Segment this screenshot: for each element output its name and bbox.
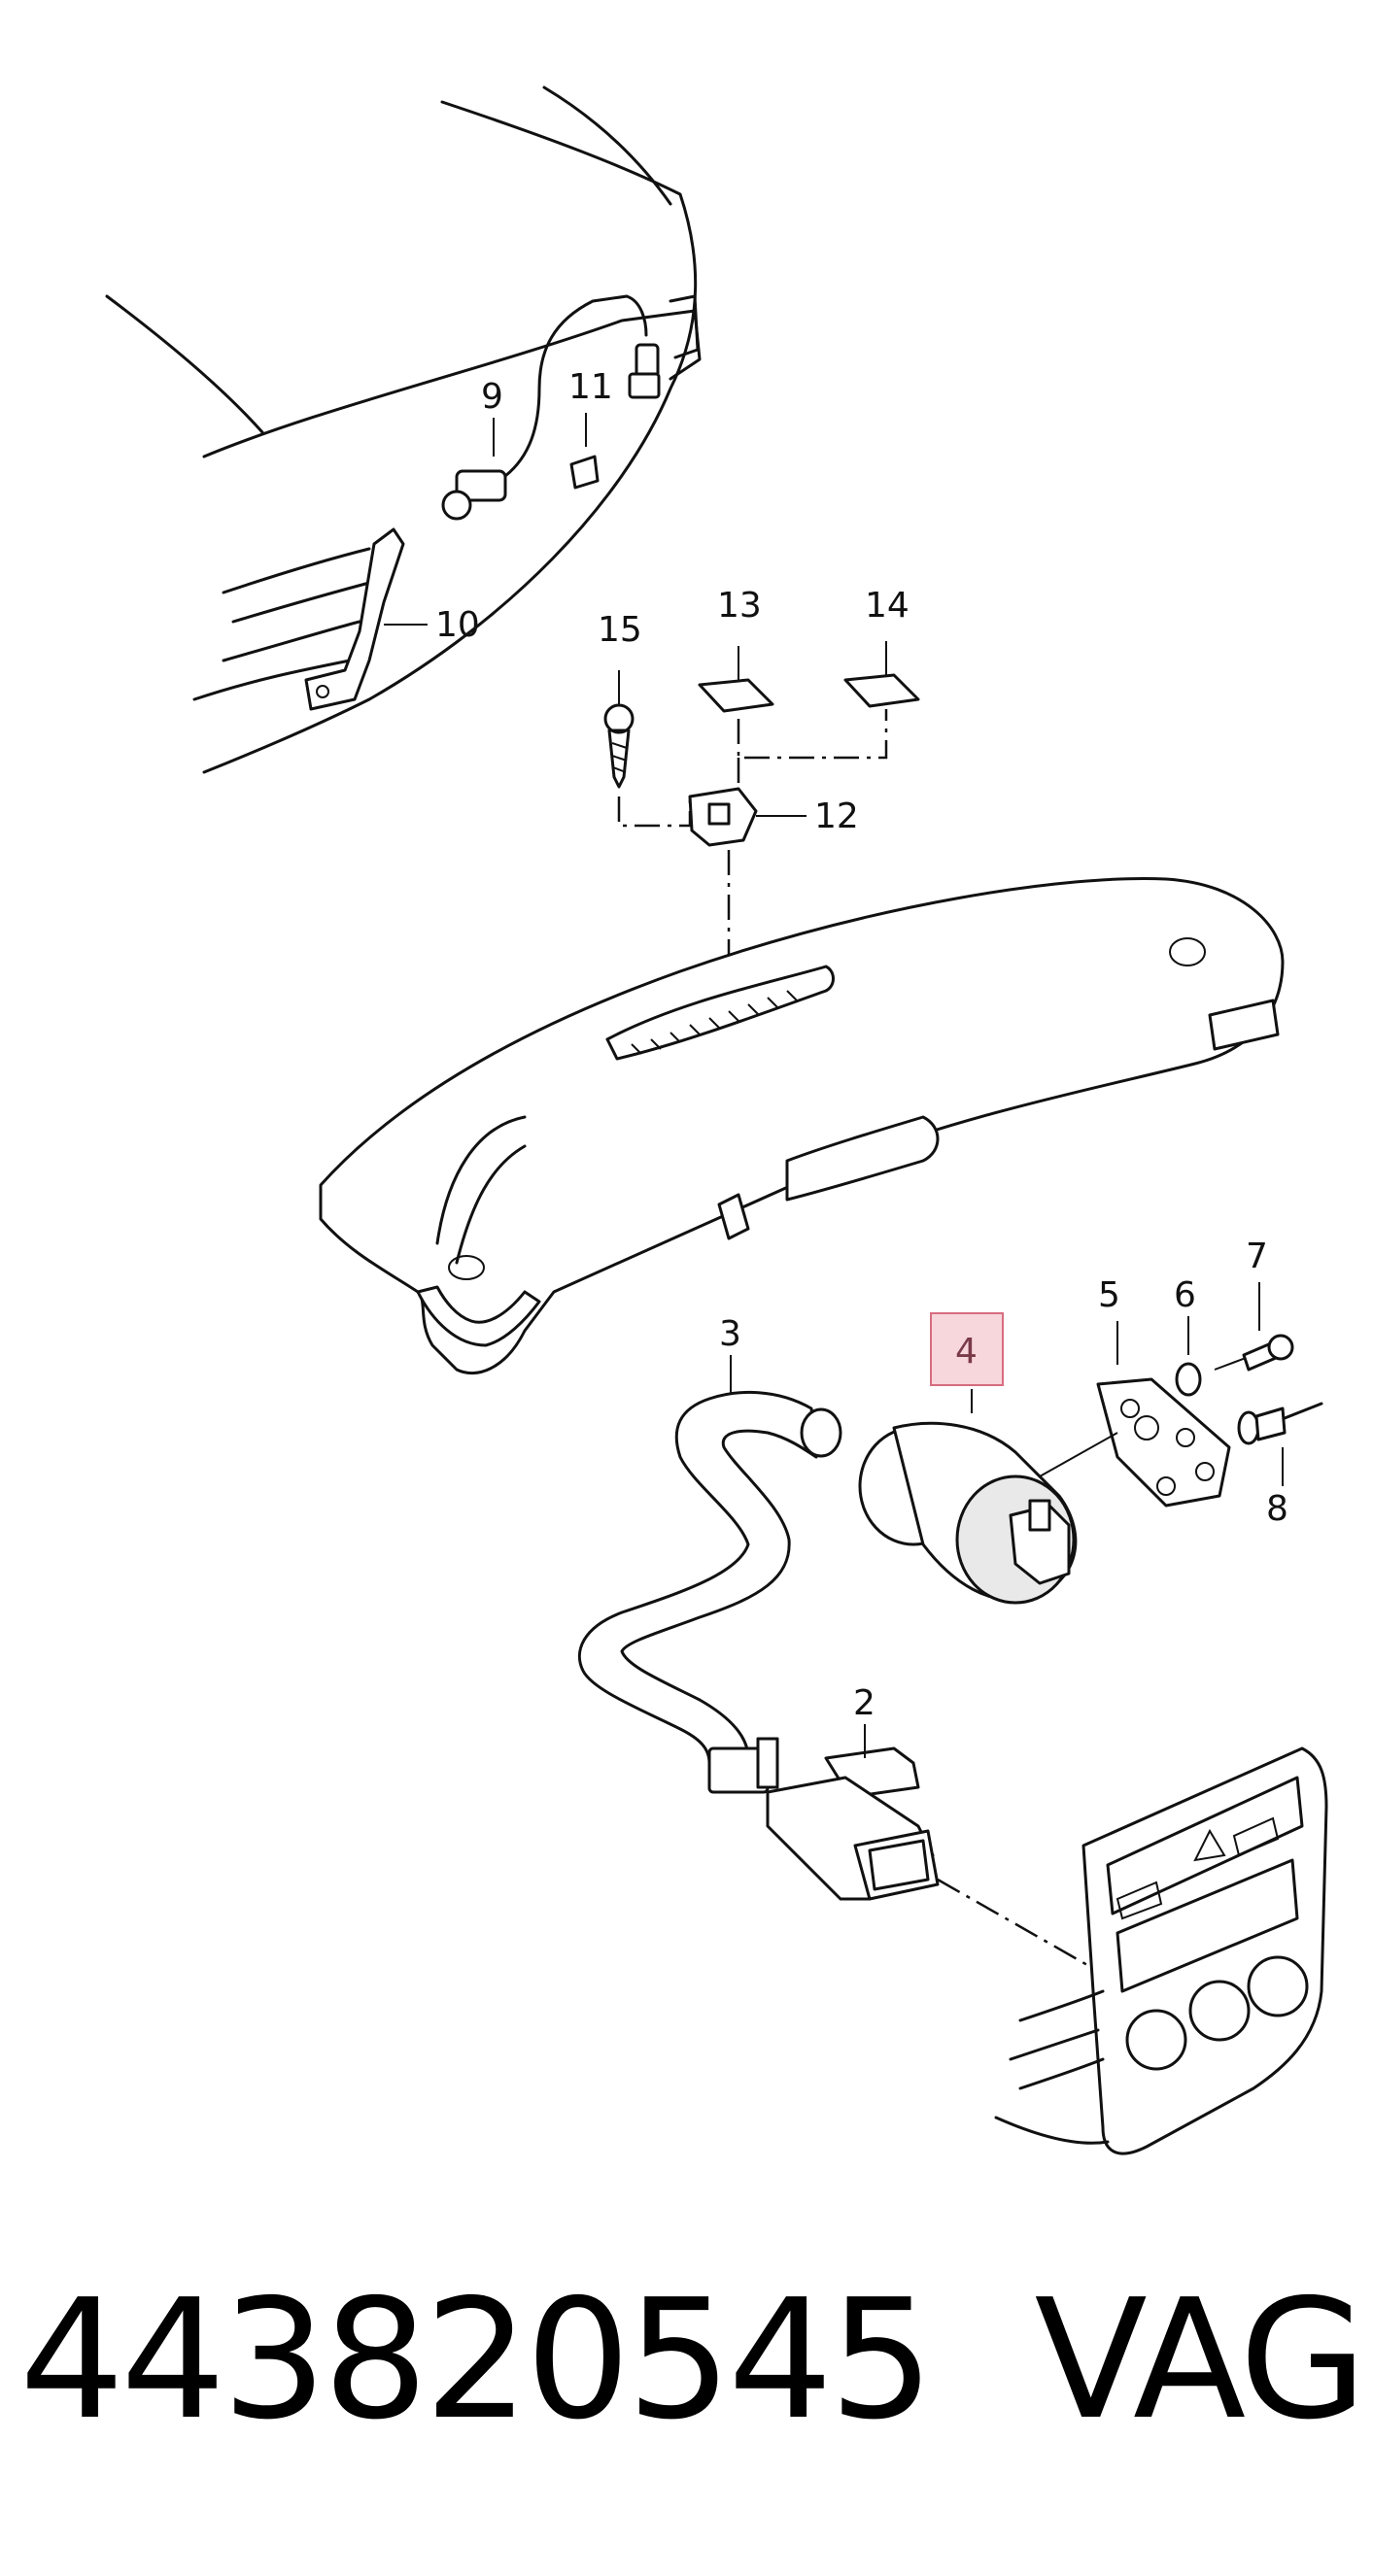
callout-10: 10 [435, 605, 480, 645]
screw-part-15 [603, 670, 635, 789]
callout-labels: 9 11 10 15 13 14 12 3 4 5 6 7 8 2 [435, 367, 1288, 1723]
dash-line-screw-clip [617, 792, 692, 828]
part-number: 443820545 [19, 2264, 934, 2457]
air-duct-part-2 [766, 1724, 940, 1901]
callout-11: 11 [568, 367, 613, 407]
upper-body-panel [105, 85, 702, 774]
callout-8: 8 [1266, 1489, 1288, 1529]
foam-pad-part-13 [698, 646, 774, 713]
callout-4: 4 [955, 1332, 978, 1372]
sensor-cable-part-9 [441, 294, 661, 521]
callout-9: 9 [481, 377, 503, 417]
dash-line-duct-bezel [937, 1878, 1109, 1979]
foam-pad-part-14 [843, 641, 920, 708]
callout-15: 15 [598, 610, 642, 650]
callout-6: 6 [1174, 1275, 1196, 1315]
air-hose-part-3 [577, 1355, 842, 1794]
bracket-part-10 [304, 527, 428, 711]
rivet-part-8 [1237, 1402, 1323, 1486]
clip-part-11 [569, 413, 600, 490]
callout-2: 2 [853, 1683, 875, 1723]
callout-13: 13 [717, 586, 762, 626]
mounting-plate-part-5 [1039, 1321, 1231, 1508]
callout-7: 7 [1246, 1237, 1268, 1276]
screw-part-7 [1214, 1282, 1294, 1372]
center-console-bezel [994, 1746, 1328, 2155]
washer-part-6 [1175, 1316, 1202, 1397]
callout-3: 3 [719, 1314, 741, 1354]
vent-housing-part-4 [858, 1389, 1078, 1605]
dash-line-pads-clip [737, 709, 888, 789]
brand-name: VAG [1034, 2264, 1367, 2457]
callout-14: 14 [865, 586, 910, 626]
clip-part-12 [688, 787, 807, 847]
callout-4-highlight[interactable]: 4 [930, 1312, 1004, 1386]
callout-12: 12 [814, 797, 859, 836]
callout-5: 5 [1098, 1275, 1120, 1315]
highlight-box [930, 1312, 1004, 1386]
dashboard-panel [319, 876, 1285, 1375]
